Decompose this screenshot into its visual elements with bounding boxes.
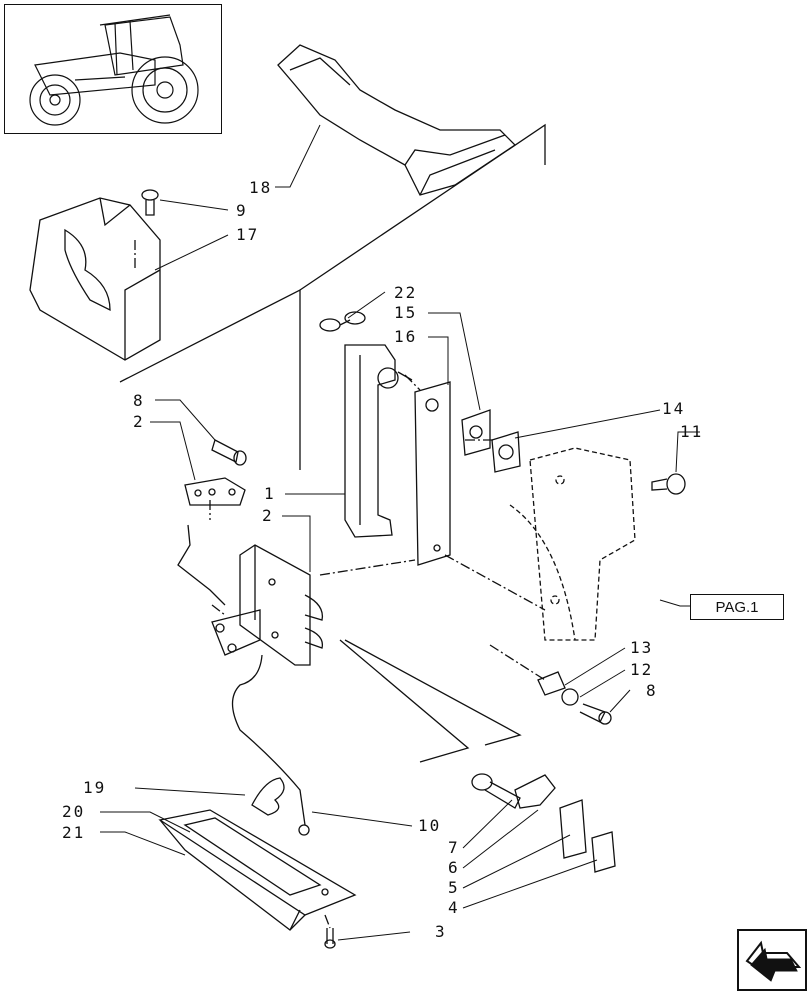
part-15-plate [461,409,491,456]
part-14-washer [491,431,521,473]
callout-4: 4 [448,898,460,917]
callout-5: 5 [448,878,460,897]
callout-11: 11 [680,422,703,441]
guide-line-a [119,288,301,470]
part-2-hinge [184,477,246,506]
callout-16: 16 [394,327,417,346]
part-2-lock-body [239,544,324,666]
part-19-clip [251,777,285,816]
latch-and-cable [211,609,310,836]
part-4-nut [591,831,616,873]
callout-15: 15 [394,303,417,322]
spring-wire [177,524,226,606]
callout-9: 9 [236,201,248,220]
tractor-thumbnail-icon [29,14,199,126]
callout-labels: 18 9 17 22 15 16 14 11 8 2 1 2 13 12 8 1… [62,178,703,941]
callout-14: 14 [662,399,685,418]
part-5-plate [559,799,587,859]
part-6-lug [514,774,556,809]
part-18-cover [277,44,517,196]
callout-3: 3 [435,922,447,941]
part-3-screw [324,928,336,949]
next-page-arrow-icon [745,940,802,982]
tractor-thumbnail [4,4,222,134]
callout-8-upper: 8 [133,391,145,410]
next-page-button[interactable] [737,929,807,991]
callout-22: 22 [394,283,417,302]
callout-7: 7 [448,838,460,857]
guide-line-b [299,123,546,291]
callout-1: 1 [264,484,276,503]
bracket-reference [509,447,636,641]
part-17-console-cover [29,197,161,361]
part-11-bolt [651,473,686,495]
leader-lines [100,124,700,941]
callout-21: 21 [62,823,85,842]
part-16-plate [414,381,451,566]
callout-18: 18 [249,178,272,197]
callout-13: 13 [630,638,653,657]
part-13-12-8-group [537,671,612,725]
callout-20: 20 [62,802,85,821]
callout-19: 19 [83,778,106,797]
part-8-screw [211,439,247,466]
part-22-keys [319,311,366,332]
part-9-screw [141,189,159,216]
page-reference-link[interactable]: PAG.1 [690,594,784,620]
callout-12: 12 [630,660,653,679]
callout-6: 6 [448,858,460,877]
alignment-lines [134,240,546,929]
callout-8-lower: 8 [646,681,658,700]
callout-2-upper: 2 [133,412,145,431]
part-20-21-pedal [158,809,357,931]
guide-line-d [344,639,522,746]
part-1-handle [344,344,413,538]
callout-17: 17 [236,225,259,244]
callout-2-lower: 2 [262,506,274,525]
guide-line-c [339,639,470,763]
callout-10: 10 [418,816,441,835]
part-7-bolt [471,773,521,809]
